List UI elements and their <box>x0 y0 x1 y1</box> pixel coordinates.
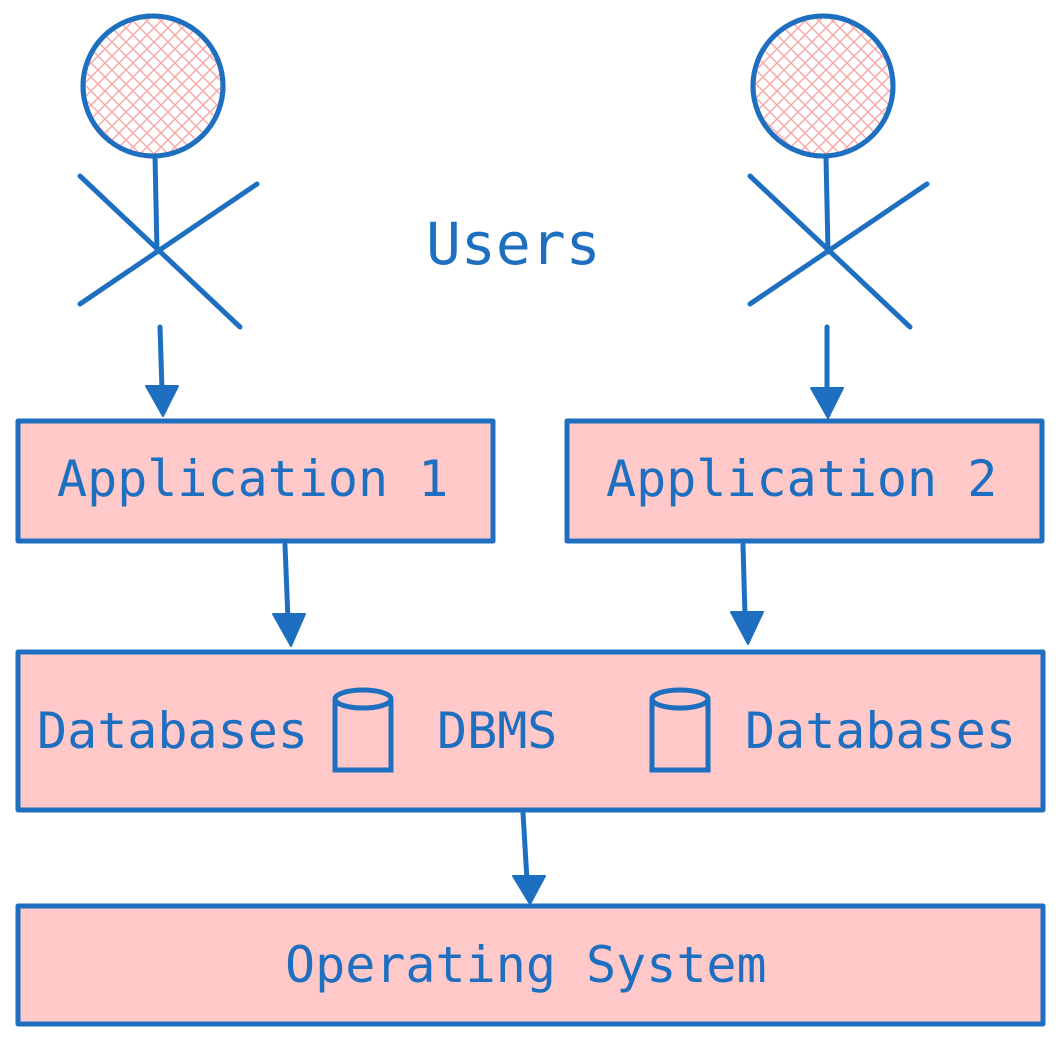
databases-left-label: Databases <box>37 702 308 760</box>
operating-system-box <box>15 903 1046 1027</box>
arrow-dbms-to-os <box>512 810 546 905</box>
application-1-label: Application 1 <box>57 450 449 508</box>
dbms-label: DBMS <box>437 702 558 760</box>
database-icon <box>649 687 711 773</box>
arrow-app1-to-dbms <box>272 542 306 647</box>
arrow-user2-to-app2 <box>810 324 844 419</box>
operating-system-label: Operating System <box>285 936 767 994</box>
database-icon <box>332 687 394 773</box>
arrow-user1-to-app1 <box>145 324 179 417</box>
users-label: Users <box>426 210 601 278</box>
databases-right-label: Databases <box>745 702 1016 760</box>
user-icon <box>77 13 260 330</box>
application-2-box <box>564 418 1045 544</box>
application-1-box <box>15 418 496 544</box>
dbms-box <box>15 649 1046 813</box>
user-icon <box>747 13 930 330</box>
application-2-label: Application 2 <box>606 450 998 508</box>
arrow-app2-to-dbms <box>730 542 764 645</box>
